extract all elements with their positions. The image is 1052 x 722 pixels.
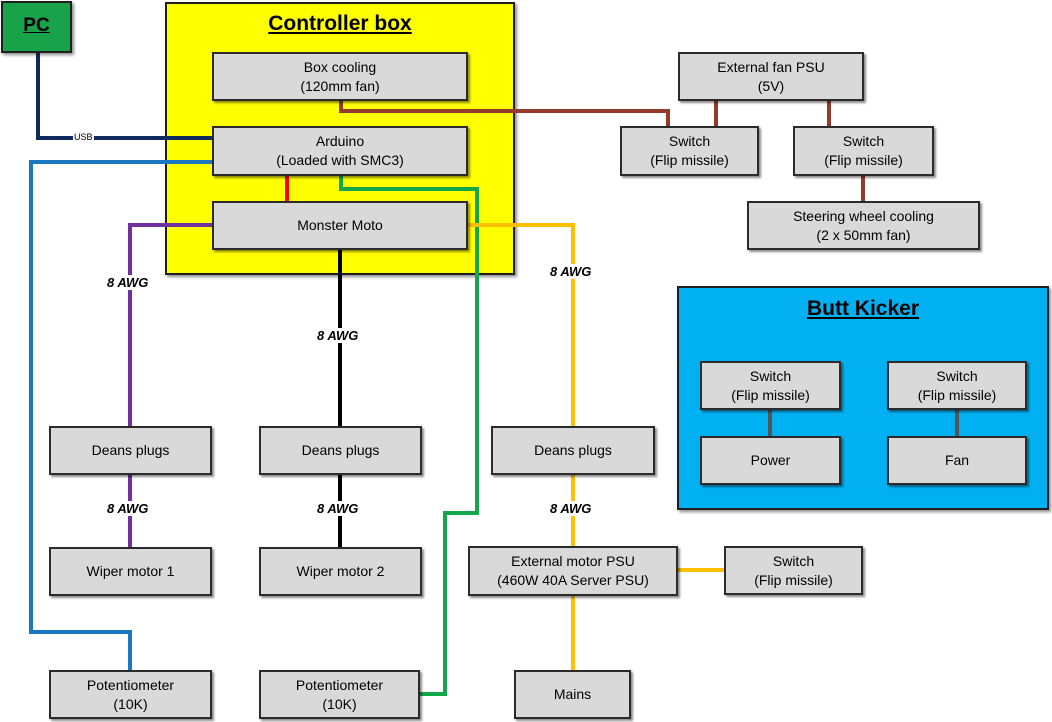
node-sublabel: (5V) (757, 77, 785, 94)
potentiometer-1-node: Potentiometer (10K) (49, 670, 212, 719)
node-sublabel: (Flip missile) (731, 386, 810, 403)
node-sublabel: (Flip missile) (650, 152, 729, 168)
node-label: Wiper motor 1 (86, 563, 175, 579)
awg-label-orange-lower: 8 AWG (547, 501, 595, 516)
node-sublabel: (Flip missile) (754, 571, 833, 588)
node-label: Switch (936, 367, 978, 384)
pc-label: PC (23, 15, 50, 36)
wiper-motor-2-node: Wiper motor 2 (259, 547, 422, 596)
awg-label-purple-lower: 8 AWG (104, 501, 152, 516)
butt-kicker-switch-1-node: Switch (Flip missile) (700, 361, 841, 410)
node-sublabel: (120mm fan) (300, 77, 380, 94)
node-label: External motor PSU (511, 553, 635, 569)
node-label: Power (750, 452, 791, 468)
node-label: Switch (772, 552, 815, 569)
mains-node: Mains (514, 670, 631, 719)
node-sublabel: (Flip missile) (824, 152, 903, 168)
butt-kicker-switch-2-node: Switch (Flip missile) (887, 361, 1027, 410)
node-label: Switch (842, 133, 885, 149)
fan-switch-1-node: Switch (Flip missile) (620, 126, 759, 176)
pc-node: PC (1, 1, 72, 53)
butt-kicker-fan-node: Fan (887, 436, 1027, 485)
node-sublabel: (Loaded with SMC3) (276, 152, 404, 168)
awg-label-black-upper: 8 AWG (314, 328, 362, 343)
monster-moto-node: Monster Moto (212, 201, 468, 250)
deans-plugs-2-node: Deans plugs (259, 426, 422, 475)
potentiometer-2-node: Potentiometer (10K) (259, 670, 420, 719)
butt-kicker-title: Butt Kicker (806, 297, 920, 320)
deans-plugs-3-node: Deans plugs (491, 426, 655, 475)
box-cooling-node: Box cooling (120mm fan) (212, 52, 468, 101)
deans-plugs-1-node: Deans plugs (49, 426, 212, 475)
node-label: Wiper motor 2 (296, 563, 385, 579)
arduino-node: Arduino (Loaded with SMC3) (212, 126, 468, 176)
external-fan-psu-node: External fan PSU (5V) (678, 52, 864, 101)
node-label: Switch (749, 367, 792, 384)
node-sublabel: (2 x 50mm fan) (816, 226, 911, 243)
node-label: Deans plugs (534, 442, 612, 458)
node-label: Arduino (315, 133, 365, 149)
node-sublabel: (Flip missile) (917, 386, 997, 403)
node-label: Box cooling (303, 58, 377, 75)
external-motor-psu-node: External motor PSU (460W 40A Server PSU) (468, 546, 678, 596)
node-label: Potentiometer (295, 676, 384, 693)
wiper-motor-1-node: Wiper motor 1 (49, 547, 212, 596)
node-label: Fan (944, 452, 970, 468)
motor-psu-switch-node: Switch (Flip missile) (724, 546, 863, 595)
awg-label-purple-upper: 8 AWG (104, 275, 152, 290)
node-label: External fan PSU (717, 58, 825, 75)
butt-kicker-power-node: Power (700, 436, 841, 485)
node-label: Deans plugs (91, 442, 170, 458)
controller-box-title: Controller box (268, 12, 412, 35)
usb-label: USB (73, 132, 94, 142)
awg-label-orange-upper: 8 AWG (547, 264, 595, 279)
node-sublabel: (10K) (322, 695, 357, 712)
fan-switch-2-node: Switch (Flip missile) (793, 126, 934, 176)
steering-wheel-cooling-node: Steering wheel cooling (2 x 50mm fan) (747, 201, 980, 250)
node-label: Potentiometer (86, 676, 175, 693)
node-label: Mains (553, 686, 592, 702)
awg-label-black-lower: 8 AWG (314, 501, 362, 516)
node-label: Switch (668, 133, 711, 149)
node-sublabel: (460W 40A Server PSU) (497, 572, 649, 588)
node-label: Monster Moto (297, 217, 383, 233)
node-sublabel: (10K) (113, 695, 148, 712)
node-label: Steering wheel cooling (793, 207, 934, 224)
node-label: Deans plugs (301, 442, 380, 458)
